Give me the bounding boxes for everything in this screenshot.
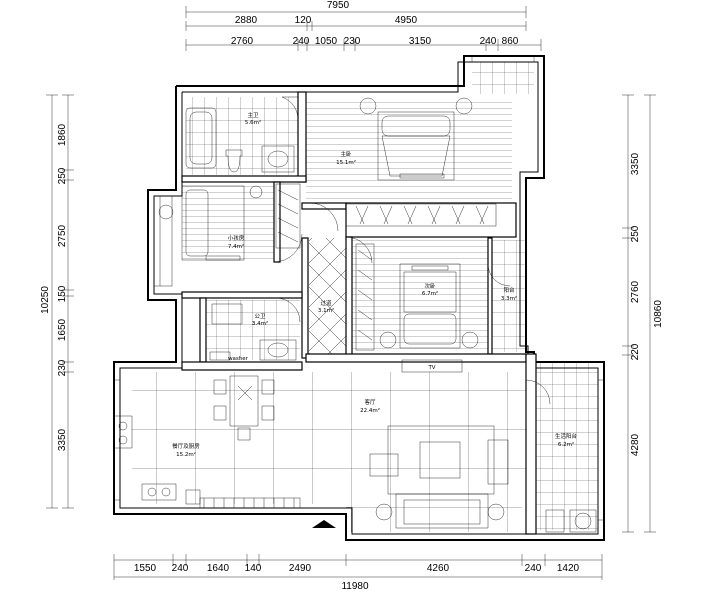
room-balcony-l-name: 生活阳台: [555, 432, 578, 440]
room-second-name: 次卧: [424, 282, 436, 290]
room-balcony-s-name: 阳台: [503, 286, 515, 294]
room-balcony-l-area: 6.2m²: [558, 441, 574, 448]
room-balcony-s-area: 3.3m²: [501, 295, 517, 302]
room-master-area: 15.1m²: [336, 159, 356, 166]
room-labels: 主卫 5.6m² 主卧 15.1m² 小孩房 7.4m² 过道 3.1m² 次卧…: [172, 111, 577, 458]
right-total-dim: 10860: [653, 300, 664, 328]
top-dim-2-6: 240: [480, 36, 497, 47]
top-dim-1-2: 120: [295, 15, 312, 26]
right-dim-4: 220: [630, 343, 641, 360]
doors: [273, 96, 551, 405]
furniture: [113, 97, 597, 533]
bottom-dim-2: 240: [172, 563, 189, 574]
left-total-dim: 10250: [40, 286, 51, 314]
room-bath2-area: 3.4m²: [252, 320, 268, 327]
top-dim-2-2: 240: [293, 36, 310, 47]
washer-label: washer: [228, 356, 249, 362]
bottom-dimensions: 1550 240 1640 140 2490 4260 240 1420 119…: [113, 554, 603, 592]
room-second-area: 6.7m²: [422, 290, 438, 297]
left-dimensions: 10250 1860 250 2750 150 1650 230 3350: [40, 94, 74, 509]
room-dining-area: 15.2m²: [176, 451, 196, 458]
bottom-dim-8: 1420: [557, 563, 580, 574]
left-dim-4: 150: [57, 285, 68, 302]
bottom-dim-4: 140: [245, 563, 262, 574]
room-child-area: 7.4m²: [228, 243, 244, 250]
right-dim-3: 2760: [630, 280, 641, 303]
room-master-name: 主卧: [340, 150, 352, 158]
room-bath1-name: 主卫: [247, 111, 259, 119]
room-bath1-area: 5.6m²: [245, 119, 261, 126]
bottom-dim-7: 240: [525, 563, 542, 574]
room-corridor-name: 过道: [320, 299, 332, 307]
right-dim-1: 3350: [630, 152, 641, 175]
left-dim-5: 1650: [57, 318, 68, 341]
left-dim-6: 230: [57, 359, 68, 376]
room-living-area: 22.4m²: [360, 407, 380, 414]
room-bath2-name: 公卫: [254, 313, 266, 320]
right-dim-5: 4280: [630, 433, 641, 456]
top-dim-2-1: 2760: [231, 36, 254, 47]
room-child-name: 小孩房: [228, 234, 245, 242]
left-dim-7: 3350: [57, 428, 68, 451]
room-living-name: 客厅: [364, 398, 376, 406]
top-dim-2-4: 230: [344, 36, 361, 47]
right-dimensions: 3350 250 2760 220 4280 10860: [622, 94, 664, 533]
bottom-dim-6: 4260: [427, 563, 450, 574]
top-dim-2-5: 3150: [409, 36, 432, 47]
left-dim-3: 2750: [57, 224, 68, 247]
bottom-total-dim: 11980: [341, 581, 369, 592]
top-total-dim: 7950: [327, 0, 350, 11]
left-dim-1: 1860: [57, 123, 68, 146]
bottom-dim-1: 1550: [134, 563, 157, 574]
top-dim-1-3: 4950: [395, 15, 418, 26]
bottom-dim-3: 1640: [207, 563, 230, 574]
top-dimensions: 7950 2880 120 4950 2760 240 1050 230 315…: [185, 0, 542, 51]
top-dim-2-3: 1050: [315, 36, 338, 47]
top-dim-2-7: 860: [502, 36, 519, 47]
left-dim-2: 250: [57, 167, 68, 184]
tv-label: TV: [427, 365, 435, 371]
bottom-dim-5: 2490: [289, 563, 312, 574]
top-dim-1-1: 2880: [235, 15, 258, 26]
right-dim-2: 250: [630, 225, 641, 242]
room-dining-name: 餐厅及厨房: [172, 442, 200, 450]
room-floors: [132, 62, 598, 532]
room-corridor-area: 3.1m²: [318, 307, 334, 314]
walls: [113, 55, 605, 541]
